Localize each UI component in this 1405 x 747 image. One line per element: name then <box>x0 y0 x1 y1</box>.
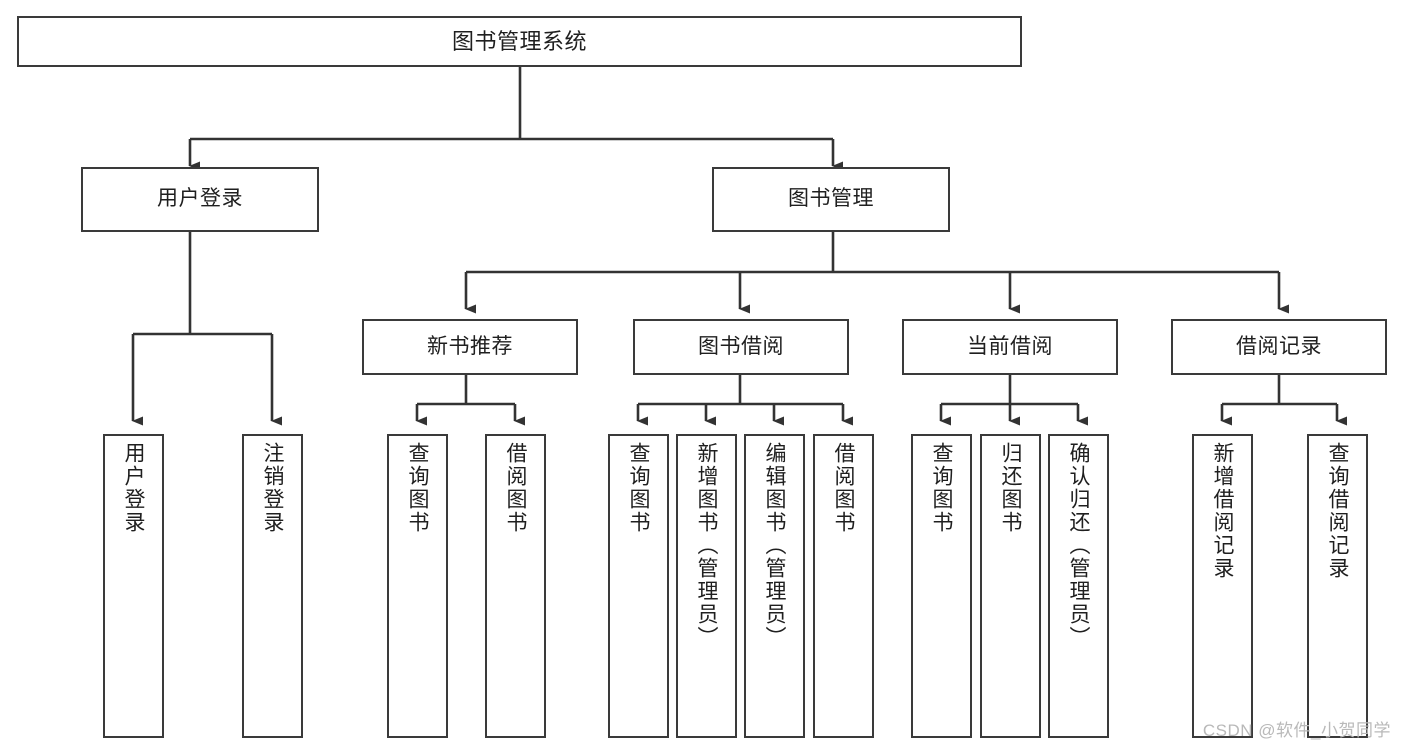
node-label: 确认归还（管理员） <box>1067 442 1090 649</box>
leaf-query-books-recommend[interactable]: 查询图书 <box>387 434 448 738</box>
node-book-management[interactable]: 图书管理 <box>712 167 950 232</box>
leaf-borrow-books-recommend[interactable]: 借阅图书 <box>485 434 546 738</box>
node-user-login[interactable]: 用户登录 <box>81 167 319 232</box>
leaf-confirm-return-admin[interactable]: 确认归还（管理员） <box>1048 434 1109 738</box>
node-label: 图书借阅 <box>698 334 784 358</box>
node-label: 图书管理系统 <box>451 28 587 54</box>
node-label: 用户登录 <box>157 187 243 211</box>
leaf-return-books[interactable]: 归还图书 <box>980 434 1041 738</box>
node-label: 查询图书 <box>627 442 650 534</box>
leaf-add-book-admin[interactable]: 新增图书（管理员） <box>676 434 737 738</box>
node-label: 查询借阅记录 <box>1326 442 1349 580</box>
leaf-edit-book-admin[interactable]: 编辑图书（管理员） <box>744 434 805 738</box>
node-label: 借阅图书 <box>832 442 855 534</box>
node-root-book-management-system[interactable]: 图书管理系统 <box>17 16 1022 67</box>
node-label: 用户登录 <box>122 442 145 534</box>
node-label: 归还图书 <box>999 442 1022 534</box>
node-label: 编辑图书（管理员） <box>763 442 786 649</box>
node-label: 查询图书 <box>930 442 953 534</box>
leaf-logout[interactable]: 注销登录 <box>242 434 303 738</box>
node-current-borrowing[interactable]: 当前借阅 <box>902 319 1118 375</box>
node-label: 查询图书 <box>406 442 429 534</box>
node-label: 当前借阅 <box>967 334 1053 358</box>
leaf-query-borrow-record[interactable]: 查询借阅记录 <box>1307 434 1368 738</box>
leaf-add-borrow-record[interactable]: 新增借阅记录 <box>1192 434 1253 738</box>
node-label: 新增借阅记录 <box>1211 442 1234 580</box>
node-label: 借阅图书 <box>504 442 527 534</box>
leaf-query-books-borrow[interactable]: 查询图书 <box>608 434 669 738</box>
node-borrowing-record[interactable]: 借阅记录 <box>1171 319 1387 375</box>
leaf-query-books-current[interactable]: 查询图书 <box>911 434 972 738</box>
node-label: 图书管理 <box>788 187 874 211</box>
leaf-borrow-books[interactable]: 借阅图书 <box>813 434 874 738</box>
node-label: 注销登录 <box>261 442 284 534</box>
leaf-user-login[interactable]: 用户登录 <box>103 434 164 738</box>
node-label: 借阅记录 <box>1236 334 1322 358</box>
node-label: 新增图书（管理员） <box>695 442 718 649</box>
node-label: 新书推荐 <box>427 334 513 358</box>
node-book-borrowing[interactable]: 图书借阅 <box>633 319 849 375</box>
csdn-watermark: CSDN @软件_小贺同学 <box>1202 721 1391 740</box>
node-new-book-recommendation[interactable]: 新书推荐 <box>362 319 578 375</box>
